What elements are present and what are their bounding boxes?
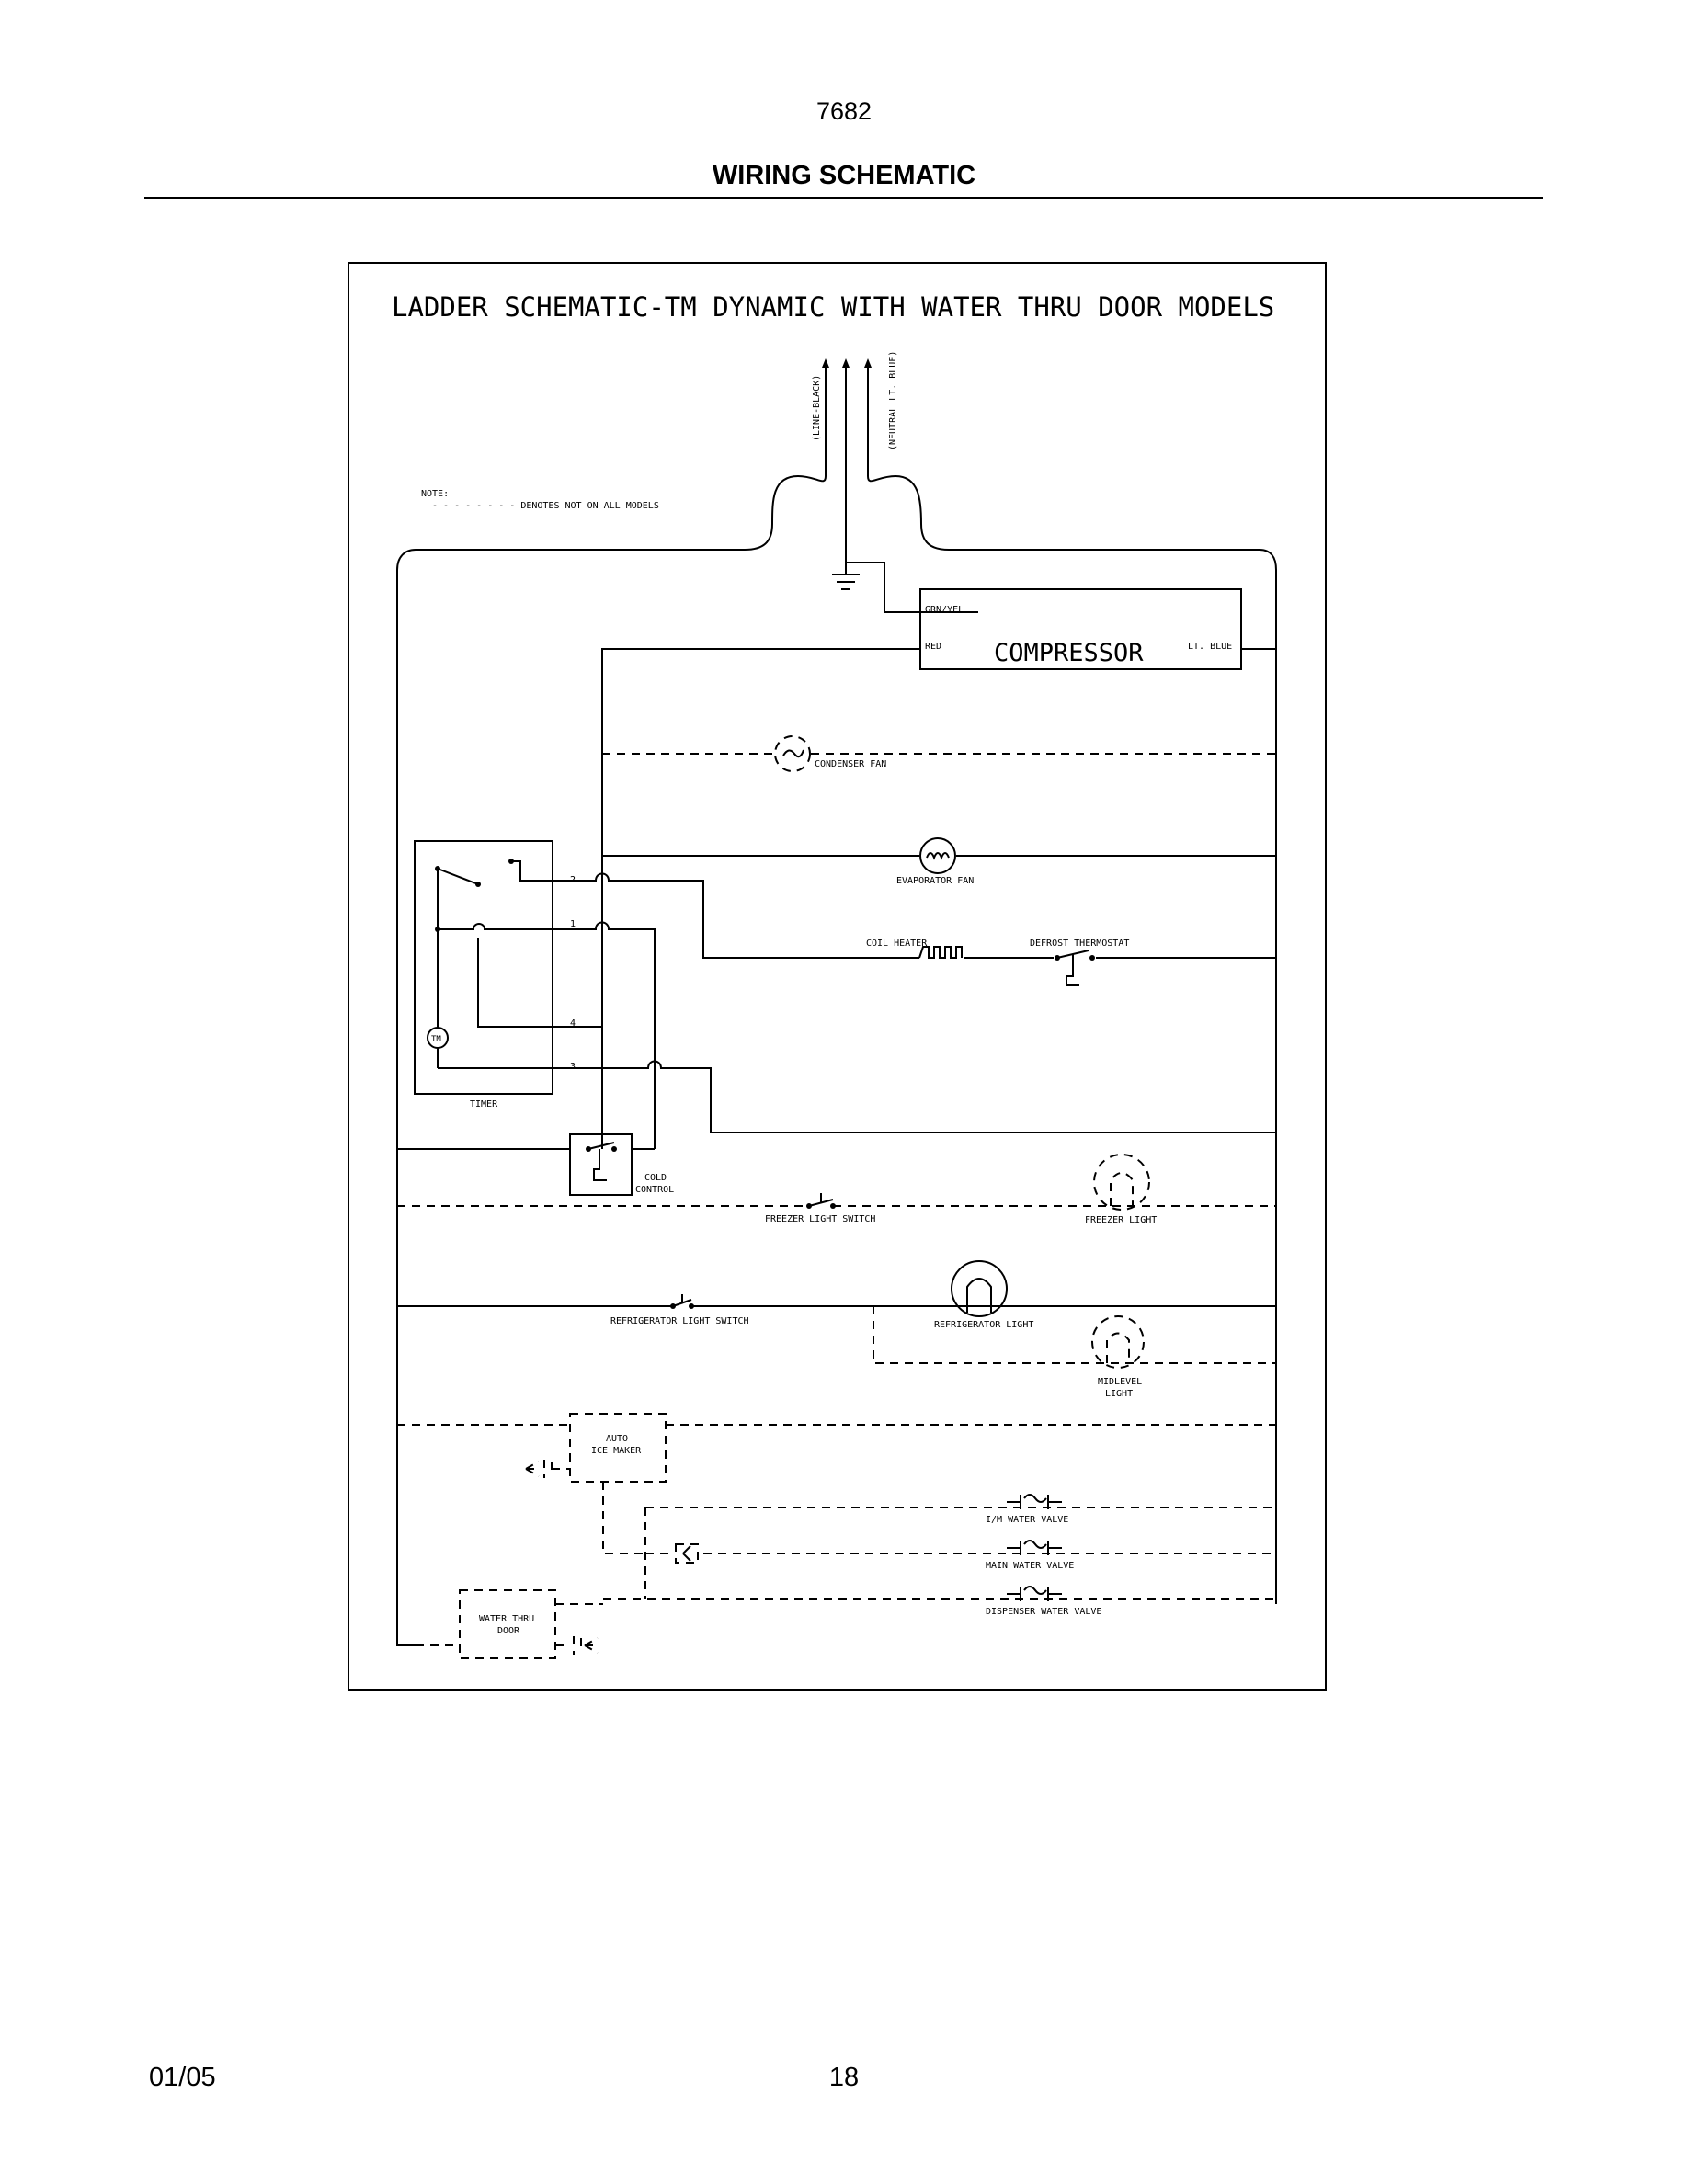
- evaporator-fan: EVAPORATOR FAN: [602, 837, 1276, 886]
- water-thru-door-label-2: DOOR: [497, 1626, 520, 1636]
- main-water-valve-label: MAIN WATER VALVE: [986, 1561, 1074, 1571]
- evaporator-fan-label: EVAPORATOR FAN: [896, 876, 974, 886]
- condenser-fan: CONDENSER FAN: [602, 735, 1276, 772]
- condenser-fan-label: CONDENSER FAN: [815, 759, 886, 769]
- compressor: GRN/YEL RED COMPRESSOR LT. BLUE: [846, 562, 1276, 670]
- note-text: - - - - - - - - DENOTES NOT ON ALL MODEL…: [432, 501, 659, 511]
- compressor-label: COMPRESSOR: [994, 639, 1144, 667]
- timer-wiring: [553, 872, 1276, 1149]
- freezer-light-label: FREEZER LIGHT: [1085, 1215, 1157, 1225]
- defrost-thermostat: DEFROST THERMOSTAT: [1030, 938, 1276, 986]
- defrost-thermostat-label: DEFROST THERMOSTAT: [1030, 938, 1129, 949]
- coil-heater: COIL HEATER: [866, 938, 1054, 959]
- main-water-valve-icon: [1007, 1540, 1062, 1555]
- water-valves: I/M WATER VALVE MAIN WATER VALVE DISPENS…: [603, 1494, 1276, 1617]
- midlevel-light-label-2: LIGHT: [1105, 1389, 1133, 1399]
- ice-maker-rung: AUTO ICE MAKER: [397, 1413, 1276, 1599]
- title-divider: [144, 197, 1543, 199]
- footer-date: 01/05: [149, 2063, 216, 2092]
- ice-maker-label-1: AUTO: [606, 1434, 628, 1444]
- dispenser-water-valve-label: DISPENSER WATER VALVE: [986, 1607, 1101, 1617]
- cold-control-label-2: CONTROL: [635, 1185, 674, 1195]
- dispenser-water-valve-icon: [1007, 1586, 1062, 1601]
- refrigerator-light-rung: REFRIGERATOR LIGHT SWITCH REFRIGERATOR L…: [397, 1260, 1276, 1399]
- cold-control-label-1: COLD: [644, 1173, 667, 1183]
- timer: TIMER TM 2 1 4 3: [414, 840, 576, 1109]
- freezer-light-rung: FREEZER LIGHT SWITCH FREEZER LIGHT: [397, 1154, 1276, 1225]
- line-label: (LINE-BLACK): [812, 375, 822, 441]
- midlevel-light-label-1: MIDLEVEL: [1098, 1377, 1142, 1387]
- note-label: NOTE:: [421, 489, 449, 499]
- timer-motor-label: TM: [431, 1035, 441, 1044]
- timer-terminal-3: 3: [570, 1062, 576, 1072]
- schematic-title: LADDER SCHEMATIC-TM DYNAMIC WITH WATER T…: [392, 291, 1274, 323]
- page-title: WIRING SCHEMATIC: [712, 161, 976, 190]
- supply-leads: (LINE-BLACK) (NEUTRAL LT. BLUE): [396, 351, 1277, 1646]
- compressor-red-label: RED: [925, 642, 941, 652]
- neutral-label: (NEUTRAL LT. BLUE): [888, 351, 898, 450]
- page-number: 18: [828, 2063, 860, 2092]
- ground-icon: [832, 563, 860, 590]
- compressor-grn-yel-label: GRN/YEL: [925, 605, 964, 615]
- coil-heater-label: COIL HEATER: [866, 938, 928, 949]
- refrigerator-light-label: REFRIGERATOR LIGHT: [934, 1320, 1033, 1330]
- im-water-valve-icon: [1007, 1494, 1062, 1509]
- ice-maker-label-2: ICE MAKER: [591, 1446, 642, 1456]
- refrigerator-light-switch-label: REFRIGERATOR LIGHT SWITCH: [610, 1316, 749, 1326]
- water-thru-door: WATER THRU DOOR: [416, 1589, 603, 1659]
- compressor-lt-blue-label: LT. BLUE: [1188, 642, 1232, 652]
- red-wire: [601, 648, 920, 1149]
- document-number: 7682: [815, 97, 873, 125]
- water-thru-door-label-1: WATER THRU: [479, 1614, 534, 1624]
- cold-control: COLD CONTROL: [397, 1133, 674, 1196]
- ice-maker-box: [569, 1413, 667, 1483]
- freezer-light-icon: [1093, 1154, 1150, 1211]
- midlevel-light-icon: [1091, 1315, 1145, 1369]
- freezer-light-switch-label: FREEZER LIGHT SWITCH: [765, 1214, 875, 1224]
- timer-label: TIMER: [470, 1099, 498, 1109]
- timer-terminal-1: 1: [570, 919, 576, 929]
- timer-terminal-4: 4: [570, 1018, 576, 1029]
- schematic-frame: [348, 262, 1327, 1691]
- refrigerator-light-icon: [951, 1260, 1008, 1317]
- im-water-valve-label: I/M WATER VALVE: [986, 1515, 1068, 1525]
